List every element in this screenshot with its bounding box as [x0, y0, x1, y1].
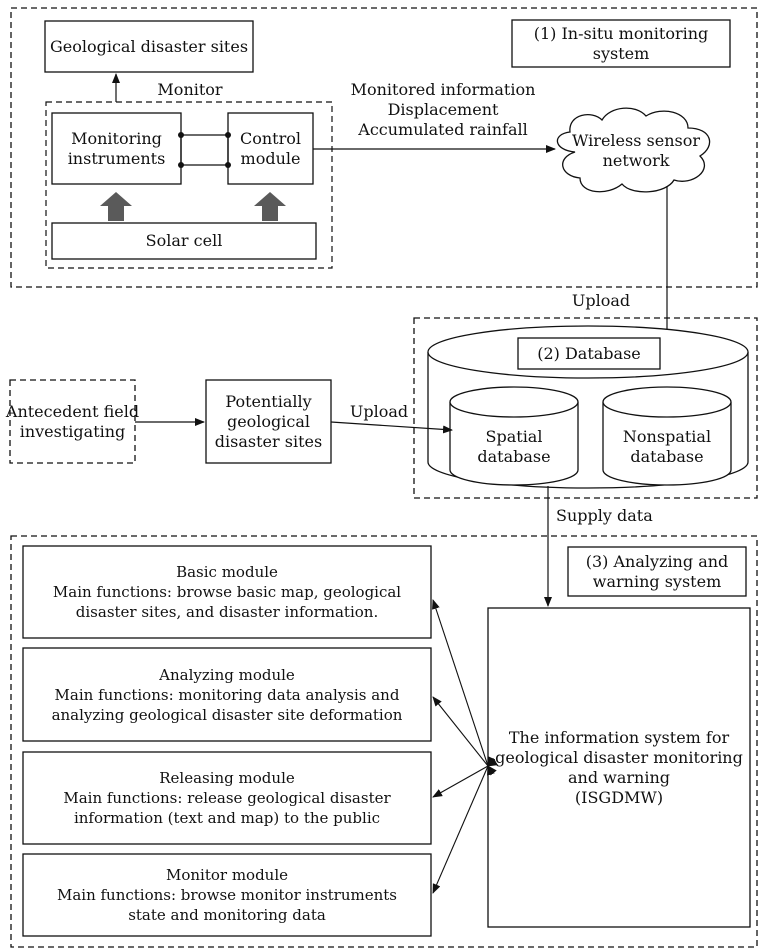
section2-title: (2) Database	[537, 343, 641, 363]
analyzing-module-box	[22, 647, 432, 742]
basic-link	[432, 599, 495, 776]
supply-data-label: Supply data	[556, 506, 653, 525]
monitor-link	[432, 756, 496, 894]
analyzing-frame	[10, 535, 758, 948]
upload-arrow-horizontal	[330, 421, 453, 434]
section2-title-box	[517, 337, 661, 370]
upload-mid-label: Upload	[349, 402, 409, 421]
instruments-box	[51, 112, 182, 185]
junction-dot	[225, 162, 231, 168]
monitor-module-box	[22, 853, 432, 937]
geological-sites-label: Geological disaster sites	[49, 36, 249, 56]
analyzing-link	[432, 696, 497, 776]
upload-top-label: Upload	[571, 291, 631, 310]
section1-title-box	[511, 19, 731, 68]
database-frame	[413, 317, 758, 499]
releasing-module-box	[22, 751, 432, 845]
solar-cell-label: Solar cell	[145, 231, 223, 250]
power-arrow-left	[100, 192, 132, 221]
antecedent-box	[9, 379, 136, 464]
wireless-network-cloud	[556, 107, 711, 193]
junction-dot	[178, 162, 184, 168]
spatial-cylinder	[449, 402, 579, 486]
basic-module-box	[22, 545, 432, 639]
section3-title-box	[567, 546, 747, 597]
solar-cell-box	[51, 222, 317, 260]
geological-sites-box	[44, 20, 254, 73]
in-situ-monitoring-frame	[10, 7, 758, 288]
releasing-link	[432, 758, 498, 798]
monitor-label: Monitor	[157, 80, 223, 99]
nonspatial-cylinder	[602, 402, 732, 486]
junction-dot	[178, 132, 184, 138]
monitor-station-frame	[45, 101, 333, 269]
power-arrow-right	[254, 192, 286, 221]
isgdmw-box	[487, 607, 751, 928]
potential-sites-box	[205, 379, 332, 464]
junction-dot	[225, 132, 231, 138]
